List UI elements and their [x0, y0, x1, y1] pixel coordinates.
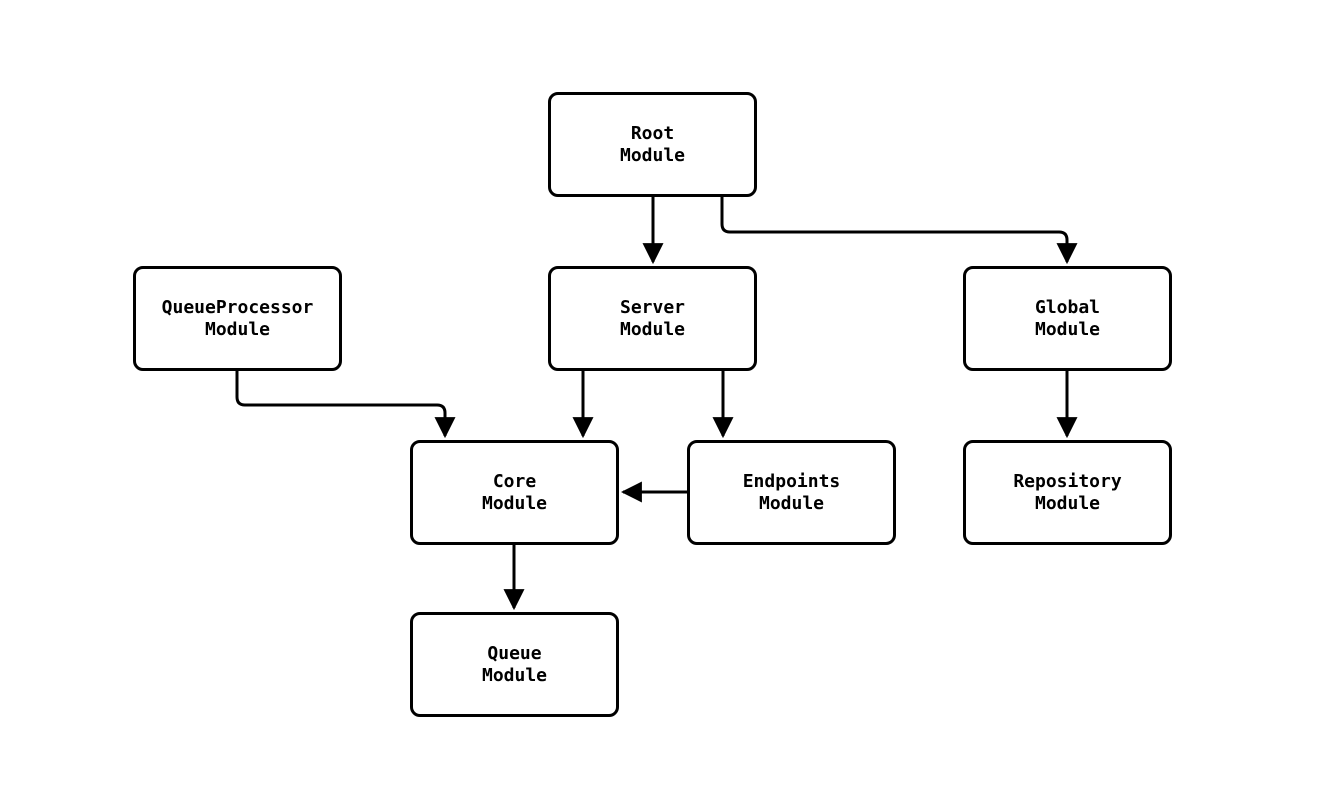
node-label-line: Global [1034, 296, 1101, 318]
node-global-module: Global Module [963, 266, 1172, 371]
node-label-line: Module [1034, 492, 1101, 514]
node-label-line: Module [619, 144, 686, 166]
node-label-line: Module [481, 664, 548, 686]
node-label-line: Module [481, 492, 548, 514]
node-label-line: Repository [1013, 470, 1122, 492]
node-queueprocessor-module: QueueProcessor Module [133, 266, 342, 371]
node-label-line: Root [630, 122, 675, 144]
node-server-module: Server Module [548, 266, 757, 371]
node-label-line: QueueProcessor [161, 296, 314, 318]
node-core-module: Core Module [410, 440, 619, 545]
node-repository-module: Repository Module [963, 440, 1172, 545]
node-queue-module: Queue Module [410, 612, 619, 717]
node-label-line: Queue [487, 642, 542, 664]
edge-queueprocessor-to-core [235, 371, 456, 439]
node-endpoints-module: Endpoints Module [687, 440, 896, 545]
node-label-line: Module [758, 492, 825, 514]
node-label-line: Module [204, 318, 271, 340]
node-label-line: Server [619, 296, 686, 318]
node-root-module: Root Module [548, 92, 757, 197]
node-label-line: Core [492, 470, 537, 492]
edge-root-to-global [720, 197, 1078, 265]
node-label-line: Endpoints [742, 470, 841, 492]
node-label-line: Module [619, 318, 686, 340]
node-label-line: Module [1034, 318, 1101, 340]
